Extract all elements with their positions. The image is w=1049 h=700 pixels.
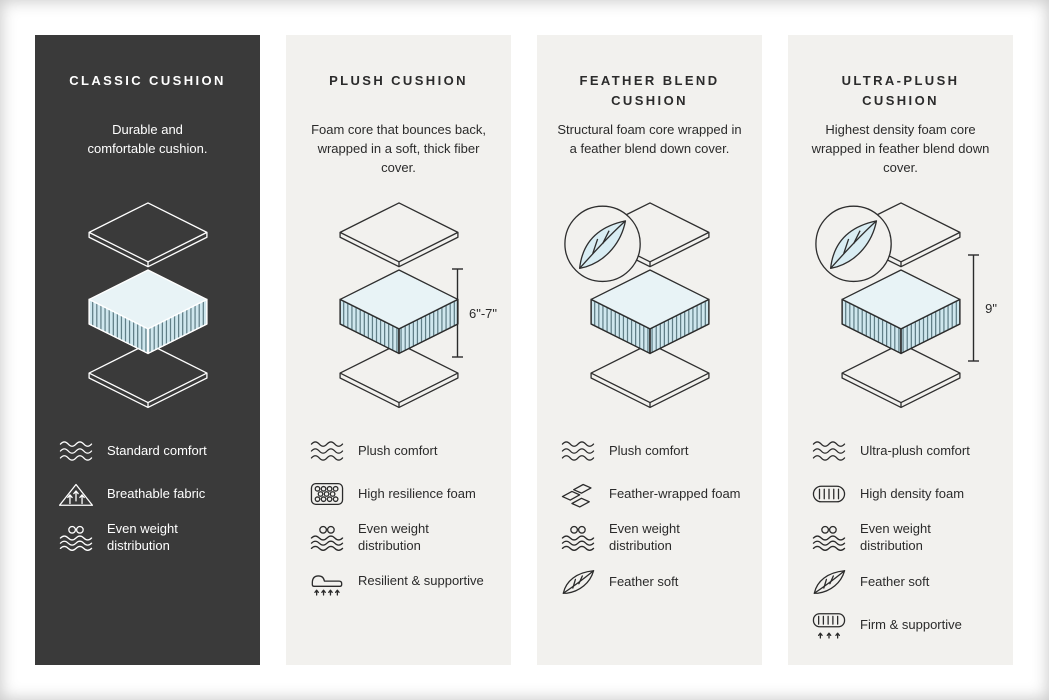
feather-badge-icon (814, 205, 892, 283)
feature-list: Ultra-plush comfort High density foam Ev… (810, 435, 995, 641)
feather-foam-icon (559, 480, 597, 508)
column-title: CLASSIC CUSHION (69, 73, 226, 88)
feature-item: Feather soft (810, 566, 995, 598)
cushion-diagram (563, 202, 710, 409)
feature-item: Even weight distribution (810, 521, 995, 555)
measurement-label: 6"-7" (468, 305, 497, 321)
cushion-comparison-board: CLASSIC CUSHION Durable and comfortable … (35, 35, 1013, 665)
height-measurement: 9" (967, 253, 997, 363)
feature-item: Plush comfort (308, 435, 493, 467)
even-weight-icon (57, 524, 95, 552)
measure-bracket (451, 268, 463, 358)
column-ultra-plush-cushion: ULTRA-PLUSH CUSHION Highest density foam… (788, 35, 1013, 665)
feather-icon (559, 568, 597, 596)
waves-icon (559, 437, 597, 465)
feature-item: Breathable fabric (57, 478, 242, 510)
feature-item: Standard comfort (57, 435, 242, 467)
feature-label: Breathable fabric (107, 485, 206, 501)
column-classic-cushion: CLASSIC CUSHION Durable and comfortable … (35, 35, 260, 665)
feature-label: Feather-wrapped foam (609, 485, 741, 501)
feather-icon (810, 568, 848, 596)
even-weight-icon (559, 524, 597, 552)
breathable-icon (57, 480, 95, 508)
feature-item: Feather-wrapped foam (559, 478, 744, 510)
cushion-layers-illustration: 9" (806, 187, 997, 423)
column-description: Durable and comfortable cushion. (87, 122, 208, 156)
feature-label: Firm & supportive (860, 616, 962, 632)
feature-label: High density foam (860, 485, 965, 501)
column-title: FEATHER BLEND CUSHION (579, 73, 720, 109)
waves-icon (810, 437, 848, 465)
waves-icon (308, 437, 346, 465)
feature-label: Feather soft (860, 573, 930, 589)
feature-item: Even weight distribution (308, 521, 493, 555)
measure-bracket (968, 254, 980, 362)
feature-list: Plush comfort Feather-wrapped foam Even … (559, 435, 744, 598)
feature-list: Plush comfort High resilience foam Even … (308, 435, 493, 598)
column-title: PLUSH CUSHION (329, 73, 468, 88)
cushion-diagram (87, 202, 208, 408)
even-weight-icon (810, 524, 848, 552)
feature-item: Plush comfort (559, 435, 744, 467)
feature-item: Feather soft (559, 566, 744, 598)
measurement-label: 9" (985, 300, 997, 316)
spring-support-icon (308, 568, 346, 596)
feature-label: Even weight distribution (860, 521, 931, 554)
waves-icon (57, 437, 95, 465)
density-foam-icon (810, 480, 848, 508)
cushion-layers-illustration (53, 187, 242, 423)
feature-item: Resilient & supportive (308, 566, 493, 598)
feature-list: Standard comfort Breathable fabric Even … (57, 435, 242, 555)
feature-label: Even weight distribution (358, 521, 429, 553)
column-plush-cushion: PLUSH CUSHION Foam core that bounces bac… (286, 35, 511, 665)
feature-label: Standard comfort (107, 442, 207, 458)
foam-cells-icon (308, 480, 346, 508)
feather-badge-icon (563, 205, 641, 283)
column-feather-blend-cushion: FEATHER BLEND CUSHION Structural foam co… (537, 35, 762, 665)
column-description: Structural foam core wrapped in a feathe… (557, 122, 742, 157)
feature-item: Firm & supportive (810, 609, 995, 641)
feature-item: Ultra-plush comfort (810, 435, 995, 467)
column-description: Highest density foam core wrapped in fea… (811, 122, 990, 175)
column-description: Foam core that bounces back, wrapped in … (311, 122, 486, 175)
feature-label: Even weight distribution (609, 521, 680, 554)
feature-label: Feather soft (609, 573, 679, 589)
feature-label: Ultra-plush comfort (860, 442, 970, 458)
feature-item: High resilience foam (308, 478, 493, 510)
cushion-diagram (814, 202, 961, 409)
feature-label: Plush comfort (358, 442, 438, 458)
even-weight-icon (308, 524, 346, 552)
feature-label: Plush comfort (609, 442, 689, 458)
feature-label: Resilient & supportive (358, 573, 484, 589)
feature-item: High density foam (810, 478, 995, 510)
height-measurement: 6"-7" (451, 267, 497, 359)
firm-support-icon (810, 611, 848, 639)
cushion-layers-illustration: 6"-7" (304, 187, 497, 423)
feature-label: Even weight distribution (107, 521, 178, 553)
feature-item: Even weight distribution (57, 521, 242, 555)
feature-item: Even weight distribution (559, 521, 744, 555)
column-title: ULTRA-PLUSH CUSHION (841, 73, 960, 109)
cushion-layers-illustration (555, 187, 744, 423)
feature-label: High resilience foam (358, 485, 476, 501)
